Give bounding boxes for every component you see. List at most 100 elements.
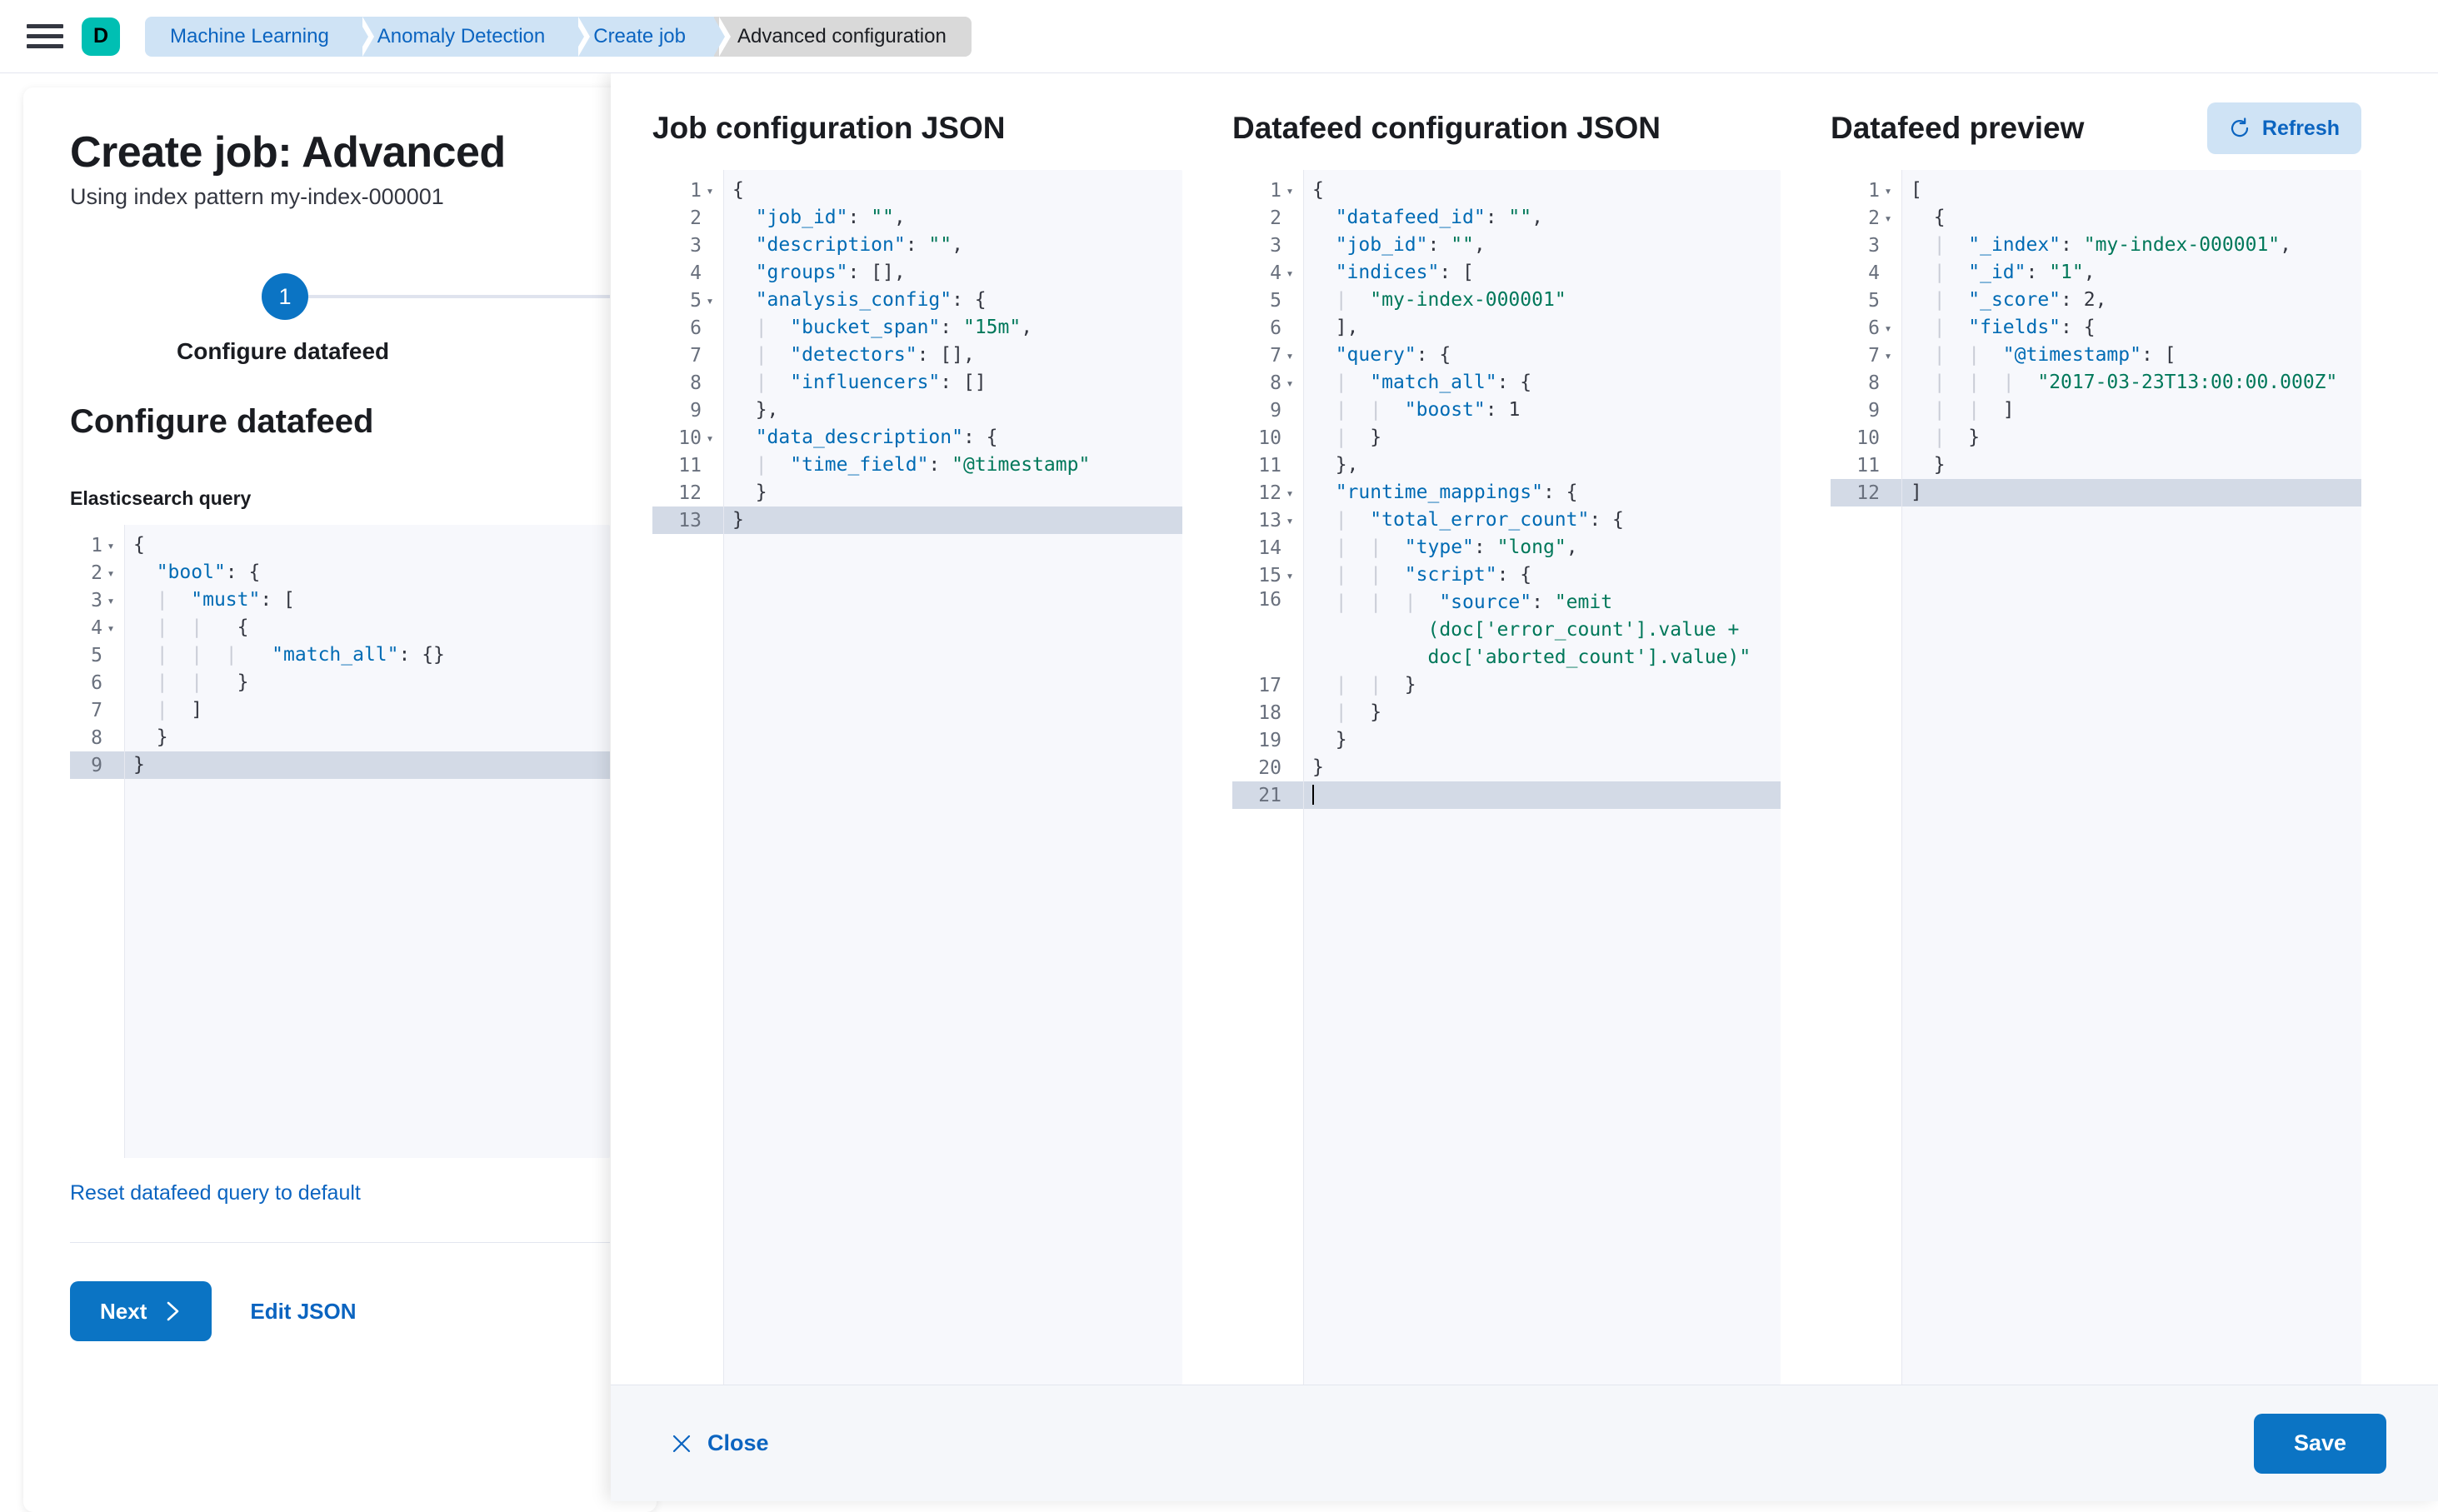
query-editor-code-line: | | { (125, 614, 610, 641)
datafeed-configuration-json-line-number: 15▾ (1232, 561, 1303, 589)
job-configuration-json-title: Job configuration JSON (652, 111, 1006, 145)
fold-arrow-icon[interactable]: ▾ (1286, 182, 1294, 198)
breadcrumb-item-0[interactable]: Machine Learning (145, 16, 374, 57)
datafeed-preview-code-line: | "_id": "1", (1902, 259, 2361, 287)
code-token: | (1933, 262, 1957, 283)
code-token (1312, 399, 1336, 421)
job-configuration-json-editor[interactable]: 1▾2▾3▾4▾5▾6▾7▾8▾9▾10▾11▾12▾13▾{ "job_id"… (652, 170, 1182, 1385)
edit-json-button[interactable]: Edit JSON (250, 1298, 357, 1324)
fold-arrow-icon[interactable]: ▾ (107, 620, 115, 636)
code-token: , (1566, 536, 1578, 558)
query-editor-line-number: 6▾ (91, 671, 102, 694)
datafeed-configuration-json-code-line: | | "type": "long", (1304, 534, 1781, 561)
code-token: "@timestamp" (1991, 344, 2141, 366)
code-token (732, 372, 756, 393)
elasticsearch-query-editor[interactable]: 1▾2▾3▾4▾5▾6▾7▾8▾9▾ { "bool": { | "must":… (70, 525, 610, 1158)
code-token (732, 234, 756, 256)
fold-arrow-icon[interactable]: ▾ (706, 292, 714, 308)
hamburger-menu-icon[interactable] (27, 22, 63, 51)
code-token: } (732, 482, 767, 503)
code-token: | (755, 454, 779, 476)
code-token: "15m" (962, 317, 1022, 338)
fold-arrow-icon[interactable]: ▾ (107, 592, 115, 608)
code-token (133, 699, 157, 721)
code-token: | | | (156, 644, 249, 666)
next-button[interactable]: Next (70, 1281, 212, 1341)
avatar[interactable]: D (82, 17, 120, 56)
code-token: "bool" (156, 561, 226, 583)
datafeed-configuration-json-code-line: "datafeed_id": "", (1304, 204, 1781, 232)
code-token: : [], (847, 262, 906, 283)
save-button[interactable]: Save (2253, 1413, 2386, 1474)
code-token: } (1312, 756, 1324, 778)
fold-arrow-icon[interactable]: ▾ (1286, 485, 1294, 501)
fold-arrow-icon[interactable]: ▾ (1884, 347, 1892, 363)
query-editor-code-line: "bool": { (125, 559, 610, 586)
code-token (1911, 372, 1934, 393)
code-token: "must" (179, 589, 261, 611)
job-configuration-json-code-line: }, (724, 397, 1182, 424)
code-token: : (1485, 399, 1509, 421)
breadcrumb-item-1[interactable]: Anomaly Detection (357, 16, 591, 57)
fold-arrow-icon[interactable]: ▾ (1286, 347, 1294, 363)
panel-datafeed-configuration-json: Datafeed configuration JSON1▾2▾3▾4▾5▾6▾7… (1209, 97, 1807, 1385)
datafeed-preview-editor[interactable]: 1▾2▾3▾4▾5▾6▾7▾8▾9▾10▾11▾12▾[ { | "_index… (1831, 170, 2361, 1385)
code-token: | | (1335, 536, 1393, 558)
code-token (1312, 207, 1336, 228)
query-editor-line-number: 1▾ (70, 531, 124, 559)
code-token (1312, 701, 1336, 723)
fold-arrow-icon[interactable]: ▾ (706, 430, 714, 446)
fold-arrow-icon[interactable]: ▾ (1286, 512, 1294, 528)
fold-arrow-icon[interactable]: ▾ (1286, 567, 1294, 583)
query-editor-code[interactable]: { "bool": { | "must": [ | | { | | | "mat… (125, 525, 610, 1158)
fold-arrow-icon[interactable]: ▾ (706, 182, 714, 198)
code-token: : (847, 207, 872, 228)
code-token: : (2061, 234, 2084, 256)
step-indicator-1[interactable]: 1 (262, 273, 308, 320)
close-button[interactable]: Close (671, 1430, 769, 1456)
code-token: }, (732, 399, 779, 421)
datafeed-configuration-json-code-line: | } (1304, 699, 1781, 726)
breadcrumb-item-2[interactable]: Create job (573, 16, 731, 57)
reset-datafeed-query-link[interactable]: Reset datafeed query to default (70, 1181, 361, 1205)
step-label-configure-datafeed: Configure datafeed (177, 338, 390, 364)
page-action-row: Next Edit JSON (70, 1281, 610, 1341)
code-token: } (1358, 701, 1382, 723)
fold-arrow-icon[interactable]: ▾ (1884, 210, 1892, 226)
code-token (1911, 234, 1934, 256)
flyout-body: Job configuration JSON 1▾2▾3▾4▾5▾6▾7▾8▾9▾… (611, 73, 2438, 1385)
fold-arrow-icon[interactable]: ▾ (107, 565, 115, 581)
datafeed-configuration-json-line-number: 6▾ (1270, 317, 1281, 339)
job-configuration-json-line-number: 5▾ (652, 287, 723, 314)
job-configuration-json-code[interactable]: { "job_id": "", "description": "", "grou… (724, 170, 1182, 1385)
code-token: | (1933, 234, 1957, 256)
fold-arrow-icon[interactable]: ▾ (1286, 265, 1294, 281)
query-editor-line-number: 8▾ (91, 726, 102, 749)
code-token: "" (871, 207, 894, 228)
datafeed-configuration-json-editor[interactable]: 1▾2▾3▾4▾5▾6▾7▾8▾9▾10▾11▾12▾13▾14▾15▾16▾1… (1232, 170, 1781, 1385)
fold-arrow-icon[interactable]: ▾ (107, 537, 115, 553)
datafeed-configuration-json-code-line: | | | "source": "emit (doc['error_count'… (1304, 589, 1781, 671)
code-token: : { (1589, 509, 1624, 531)
fold-arrow-icon[interactable]: ▾ (1884, 182, 1892, 198)
datafeed-configuration-json-code[interactable]: { "datafeed_id": "", "job_id": "", "indi… (1304, 170, 1781, 1385)
code-token: : { (1542, 482, 1578, 503)
fold-arrow-icon[interactable]: ▾ (1884, 320, 1892, 336)
code-token: "" (1451, 234, 1474, 256)
code-token (732, 207, 756, 228)
flyout-footer: Close Save (611, 1385, 2438, 1501)
breadcrumb-item-3[interactable]: Advanced configuration (713, 16, 972, 57)
code-token: : { (962, 427, 998, 448)
code-token (1911, 262, 1934, 283)
code-token (1911, 427, 1934, 448)
fold-arrow-icon[interactable]: ▾ (1286, 375, 1294, 391)
job-configuration-json-code-line: | "time_field": "@timestamp" (724, 452, 1182, 479)
datafeed-preview-title: Datafeed preview (1831, 111, 2085, 145)
code-token (1312, 344, 1336, 366)
job-configuration-json-line-number: 13▾ (652, 506, 723, 534)
code-token: "data_description" (755, 427, 963, 448)
refresh-button[interactable]: Refresh (2206, 102, 2361, 154)
code-token: "" (928, 234, 952, 256)
datafeed-preview-code[interactable]: [ { | "_index": "my-index-000001", | "_i… (1902, 170, 2361, 1385)
breadcrumb-label: Anomaly Detection (377, 24, 546, 47)
